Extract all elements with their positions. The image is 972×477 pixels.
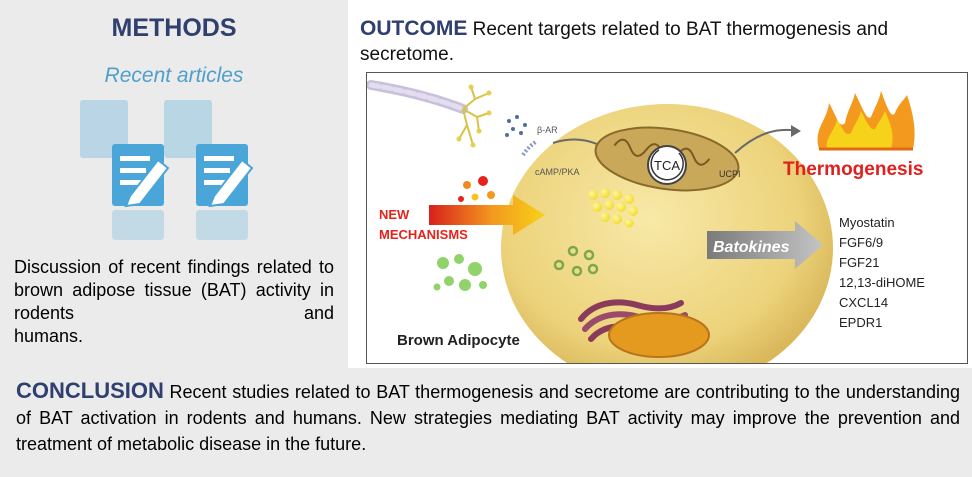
methods-text-body: Discussion of recent findings related to…	[14, 257, 334, 323]
conclusion-paragraph: CONCLUSION Recent studies related to BAT…	[16, 378, 960, 457]
camp-pka-label: cAMP/PKA	[535, 167, 580, 177]
nucleus	[608, 312, 710, 358]
flame-icon	[817, 91, 915, 151]
outcome-label: OUTCOME	[360, 17, 468, 40]
sympathetic-nerve	[367, 80, 492, 148]
methods-description: Discussion of recent findings related to…	[14, 256, 334, 348]
mechanisms-label: MECHANISMS	[379, 227, 468, 242]
new-mechanisms-arrow	[429, 195, 545, 235]
outcome-heading: OUTCOME Recent targets related to BAT th…	[360, 16, 972, 67]
outcome-text: Recent targets related to BAT thermogene…	[360, 19, 889, 65]
document-reflection	[112, 210, 248, 240]
batokine-item: 12,13-diHOME	[839, 275, 925, 290]
ucp1-label: UCPI	[719, 169, 741, 179]
document-icon-left	[112, 144, 170, 208]
articles-icon	[80, 100, 254, 240]
methods-panel: METHODS Recent articles	[0, 0, 348, 368]
batokine-item: CXCL14	[839, 295, 888, 310]
beta-ar-label: β-AR	[537, 125, 558, 135]
document-icon-back	[80, 100, 212, 158]
document-icon-right	[196, 144, 254, 208]
signal-particles	[458, 176, 495, 202]
bat-diagram: β-AR cAMP/PKA TCA UCPI Thermogenesis	[366, 72, 968, 364]
new-label: NEW	[379, 207, 410, 222]
secreted-vesicles	[433, 254, 487, 291]
batokines-arrow	[707, 221, 823, 269]
thermogenesis-label: Thermogenesis	[783, 159, 923, 180]
batokine-item: Myostatin	[839, 215, 895, 230]
vesicles-inside	[553, 245, 599, 277]
batokine-list: Myostatin FGF6/9 FGF21 12,13-diHOME CXCL…	[839, 215, 925, 330]
methods-text-end: humans.	[14, 326, 84, 346]
batokine-item: FGF6/9	[839, 235, 883, 250]
batokine-item: EPDR1	[839, 315, 882, 330]
tca-label: TCA	[654, 158, 680, 173]
brown-adipocyte-label: Brown Adipocyte	[397, 332, 520, 349]
methods-subtitle: Recent articles	[104, 64, 244, 87]
batokines-label: Batokines	[713, 239, 790, 256]
lipid-droplets	[588, 188, 638, 228]
norepinephrine-dots	[505, 115, 527, 137]
conclusion-label: CONCLUSION	[16, 378, 164, 403]
methods-title: METHODS	[111, 14, 237, 42]
conclusion-text: Recent studies related to BAT thermogene…	[16, 382, 960, 454]
batokine-item: FGF21	[839, 255, 879, 270]
brown-adipocyte-cell	[501, 104, 833, 363]
mitochondrion: TCA UCPI	[594, 126, 741, 192]
heat-arrow-head	[791, 125, 801, 137]
conclusion-panel: CONCLUSION Recent studies related to BAT…	[0, 368, 972, 477]
bat-diagram-svg: β-AR cAMP/PKA TCA UCPI Thermogenesis	[367, 80, 925, 363]
